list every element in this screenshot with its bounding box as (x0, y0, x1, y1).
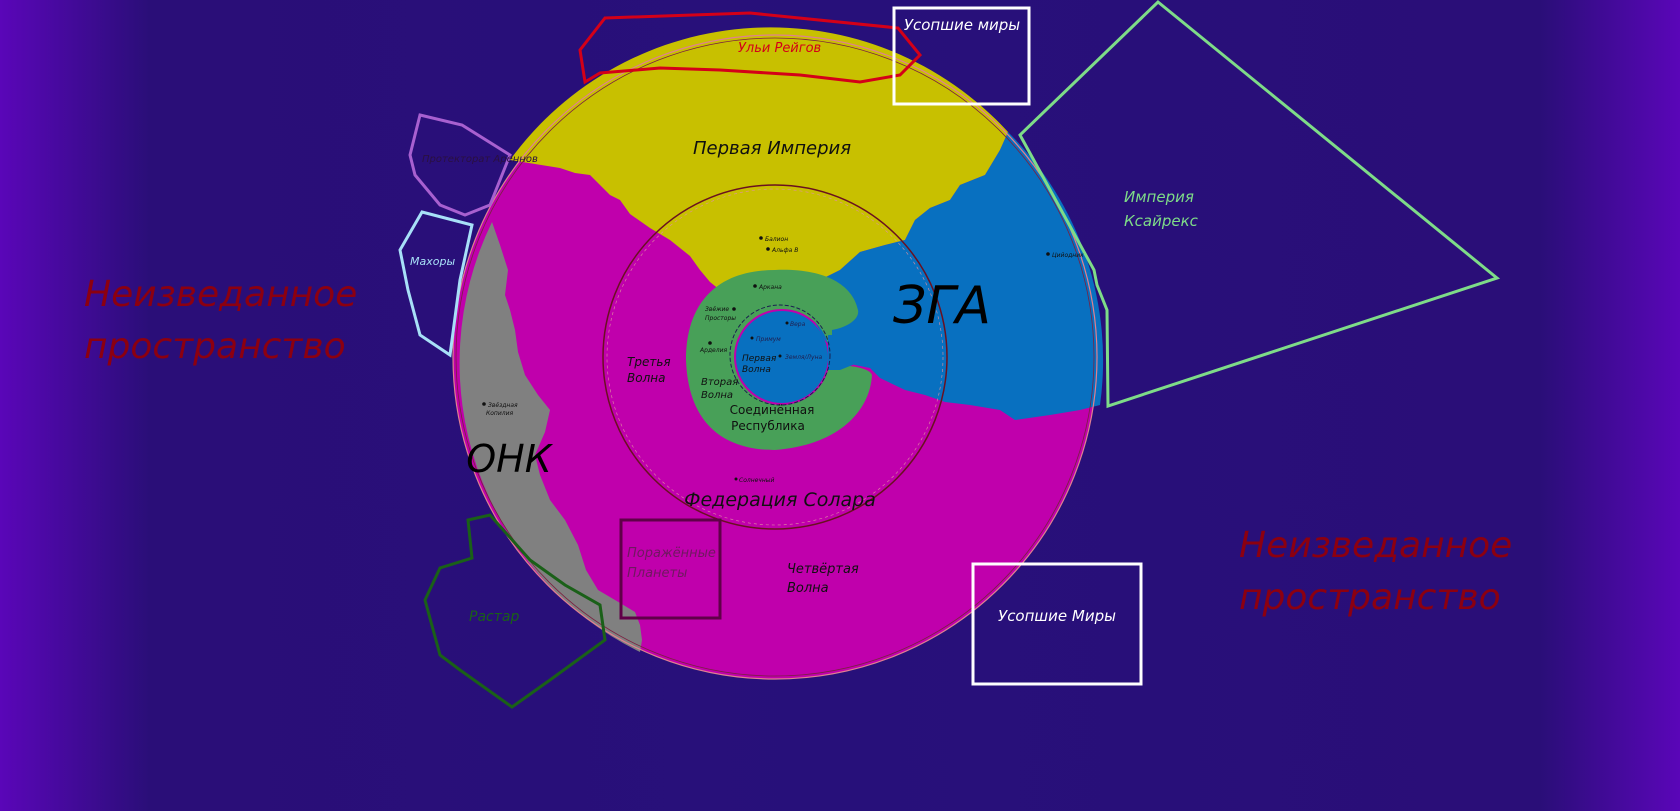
planet-label-zvezhie-1: Звёжие (705, 306, 729, 313)
planet-dot-arkana (753, 284, 757, 288)
planet-label-primum: Примум (756, 336, 781, 343)
rastar-label: Растар (469, 609, 519, 625)
planet-label-balion: Балион (765, 236, 788, 243)
third-wave-ring (602, 184, 948, 530)
dead-worlds-top-label: Усопшие миры (904, 16, 1020, 34)
first-wave-label-2: Волна (742, 365, 771, 375)
onk-label: ОНК (466, 437, 553, 481)
third-wave-label-2: Волна (627, 371, 665, 385)
united-republic-label-2: Республика (731, 419, 805, 433)
rastar-border (423, 513, 607, 709)
planet-dot-zvezhie (732, 307, 736, 311)
reig-hives-label: Ульи Рейгов (738, 41, 821, 56)
outer-rim-inner (455, 37, 1095, 677)
first-wave-core (736, 311, 828, 403)
reig-hives-border (578, 11, 923, 85)
first-wave-label-1: Первая (742, 354, 777, 364)
outer-rim (452, 34, 1098, 680)
ksairex-label-2: Ксайрекс (1124, 212, 1199, 230)
onk-region (459, 222, 642, 652)
first-wave-ring (729, 304, 831, 406)
third-wave-label-1: Третья (627, 355, 671, 369)
dead-worlds-bottom-label: Усопшие Миры (998, 607, 1116, 625)
protectorate-border (408, 113, 512, 217)
unexplored-left-label-1: Неизведанное (84, 274, 357, 315)
stricken-planets-label-2: Планеты (627, 566, 687, 581)
planet-dot-primum (750, 336, 754, 340)
second-wave-label-1: Вторая (701, 377, 738, 388)
planet-markers (482, 236, 1050, 481)
planet-label-vera: Вера (790, 321, 806, 328)
protectorate-label: Протекторат Ареннов (422, 154, 538, 165)
planet-dot-zemlya (778, 354, 782, 358)
planet-label-zemlya: Земля/Луна (785, 354, 823, 361)
planet-dot-balion (759, 236, 763, 240)
united-republic-region (686, 269, 872, 450)
third-wave-ring-inner (606, 188, 944, 526)
stricken-planets-label-1: Поражённые (627, 546, 716, 561)
planet-dot-ziodnik (1046, 252, 1050, 256)
solar-federation-label: Федерация Солара (684, 489, 876, 511)
fourth-wave-label-1: Четвёртая (787, 562, 859, 577)
planet-label-zvezhie-2: Просторы (705, 315, 736, 322)
planet-dot-ardeziya (708, 341, 712, 345)
planet-label-ardeziya: Арделия (699, 347, 727, 354)
unexplored-right-label-2: пространство (1239, 577, 1501, 618)
first-empire-label: Первая Империя (693, 138, 851, 159)
planet-label-zvezdnaya-2: Копилия (486, 410, 513, 417)
zga-region (810, 132, 1104, 420)
second-wave-label-2: Волна (701, 390, 733, 401)
dead-worlds-bottom-border (971, 562, 1143, 686)
ksairex-border (1018, 0, 1501, 409)
planet-dot-alpha (766, 247, 770, 251)
planet-label-solstice: Солнечный (739, 477, 775, 484)
planet-dot-vera (785, 321, 789, 325)
planet-label-alpha: Альфа В (771, 247, 798, 254)
planet-label-ziodnik: Цийодник (1052, 252, 1084, 259)
unexplored-right-label-1: Неизведанное (1239, 525, 1512, 566)
unexplored-left-label-2: пространство (84, 326, 346, 367)
dead-worlds-top-border (892, 6, 1031, 106)
ksairex-label-1: Империя (1124, 188, 1194, 206)
stricken-planets-border (619, 518, 722, 620)
zga-label: ЗГА (893, 276, 991, 336)
makhory-label: Махоры (410, 255, 455, 268)
planet-dot-zvezdnaya (482, 402, 486, 406)
united-republic-label-1: Соединённая (730, 403, 815, 417)
fourth-wave-label-2: Волна (787, 581, 829, 596)
planet-label-arkana: Аркана (758, 284, 782, 291)
zga-strip (828, 335, 870, 370)
planet-dot-solstice (734, 477, 738, 481)
makhory-border (398, 210, 474, 358)
planet-label-zvezdnaya-1: Звёздная (488, 402, 518, 409)
